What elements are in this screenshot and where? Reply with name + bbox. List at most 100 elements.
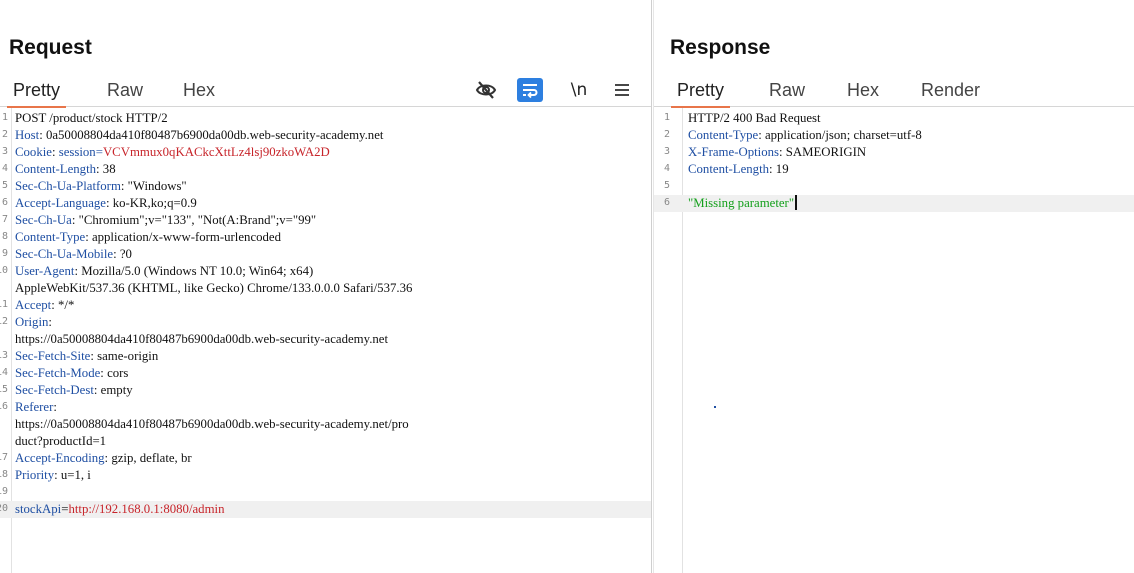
header-key: Sec-Ch-Ua [15, 213, 72, 227]
response-tab-hex[interactable]: Hex [847, 80, 880, 100]
code-line: 20stockApi=http://192.168.0.1:8080/admin [0, 501, 651, 518]
text-caret [795, 195, 797, 210]
line-number: 11 [0, 299, 8, 310]
line-number: 3 [1, 146, 8, 157]
request-tab-hex[interactable]: Hex [183, 80, 216, 100]
code-line: 1 POST /product/stock HTTP/2 [0, 110, 651, 127]
code-line: https://0a50008804da410f80487b6900da00db… [0, 416, 651, 433]
header-value: SAMEORIGIN [785, 145, 867, 159]
separator: : [104, 451, 112, 465]
line-text: Cookie: session=VCVmmux0qKACkcXttLz4lsj9… [15, 144, 330, 161]
separator: : [85, 230, 92, 244]
header-key: User-Agent [15, 264, 75, 278]
response-tab-raw[interactable]: Raw [769, 80, 806, 100]
header-key: Accept [15, 298, 52, 312]
separator: : [51, 298, 59, 312]
line-number: 8 [1, 231, 8, 242]
header-value: gzip, deflate, br [111, 451, 192, 465]
response-tab-render[interactable]: Render [921, 80, 981, 100]
line-text: Accept-Encoding: gzip, deflate, br [15, 450, 192, 467]
header-value: "Chromium";v="133", "Not(A:Brand";v="99" [78, 213, 317, 227]
line-number: 6 [1, 197, 8, 208]
separator: = [61, 502, 69, 516]
line-text: AppleWebKit/537.36 (KHTML, like Gecko) C… [15, 280, 412, 297]
header-key: Priority [15, 468, 55, 482]
separator: : [71, 213, 79, 227]
header-key: POST /product/stock HTTP/2 [15, 111, 168, 125]
line-text: Accept: */* [15, 297, 74, 314]
header-value: empty [100, 383, 133, 397]
header-value: session=VCVmmux0qKACkcXttLz4lsj90zkoWA2D [59, 145, 330, 159]
header-key: Sec-Fetch-Site [15, 349, 91, 363]
line-number: 9 [1, 248, 8, 259]
header-value: "Missing parameter" [688, 196, 795, 210]
line-text: "Missing parameter" [688, 195, 797, 212]
pane-splitter[interactable] [651, 0, 654, 573]
header-key: Sec-Fetch-Mode [15, 366, 101, 380]
header-value: 19 [775, 162, 789, 176]
response-gutter [654, 108, 683, 573]
header-key: HTTP/2 400 Bad Request [688, 111, 821, 125]
line-number: 7 [1, 214, 8, 225]
separator: : [74, 264, 82, 278]
header-value: Mozilla/5.0 (Windows NT 10.0; Win64; x64… [81, 264, 314, 278]
header-value: */* [58, 298, 75, 312]
code-line: 7 Sec-Ch-Ua: "Chromium";v="133", "Not(A:B… [0, 212, 651, 229]
header-value: same-origin [97, 349, 159, 363]
eye-slash-icon[interactable] [473, 78, 499, 102]
code-line: 14Sec-Fetch-Mode: cors [0, 365, 651, 382]
line-number: 2 [663, 129, 670, 140]
menu-icon[interactable] [609, 78, 635, 102]
request-tab-raw[interactable]: Raw [107, 80, 144, 100]
line-number: 4 [1, 163, 8, 174]
header-key: Cookie [15, 145, 52, 159]
line-text: Host: 0a50008804da410f80487b6900da00db.w… [15, 127, 383, 144]
line-number: 14 [0, 367, 8, 378]
newline-icon[interactable]: \n [570, 80, 588, 100]
header-value: ?0 [119, 247, 132, 261]
code-line: 13 Sec-Fetch-Site: same-origin [0, 348, 651, 365]
request-title: Request [9, 36, 92, 59]
line-number: 1 [1, 112, 8, 123]
line-text: Sec-Fetch-Site: same-origin [15, 348, 158, 365]
code-line: 16Referer: [0, 399, 651, 416]
request-tabs: Pretty Raw Hex \n [0, 76, 651, 108]
code-line: 3 Cookie: session=VCVmmux0qKACkcXttLz4lsj… [0, 144, 651, 161]
code-line: 12Origin: [0, 314, 651, 331]
header-key: X-Frame-Options [688, 145, 779, 159]
line-text: duct?productId=1 [15, 433, 106, 450]
request-tab-pretty[interactable]: Pretty [6, 80, 67, 108]
separator: : [100, 366, 108, 380]
header-key: Host [15, 128, 40, 142]
line-number: 15 [0, 384, 8, 395]
line-text: stockApi=http://192.168.0.1:8080/admin [15, 501, 225, 518]
separator: : [54, 468, 61, 482]
separator: : [93, 383, 101, 397]
separator: : [96, 162, 103, 176]
line-text: https://0a50008804da410f80487b6900da00db… [15, 331, 388, 348]
code-line: 15Sec-Fetch-Dest: empty [0, 382, 651, 399]
header-key: Content-Length [15, 162, 97, 176]
header-key: Content-Type [688, 128, 759, 142]
header-value: AppleWebKit/537.36 (KHTML, like Gecko) C… [15, 281, 413, 295]
header-key: Sec-Ch-Ua-Mobile [15, 247, 114, 261]
response-tab-pretty[interactable]: Pretty [670, 80, 731, 108]
code-line: AppleWebKit/537.36 (KHTML, like Gecko) C… [0, 280, 651, 297]
wrap-lines-icon[interactable] [517, 78, 543, 102]
line-number: 13 [0, 350, 8, 361]
code-line: 11 Accept: */* [0, 297, 651, 314]
code-line: 6"Missing parameter" [654, 195, 1134, 212]
header-value: duct?productId=1 [15, 434, 107, 448]
separator: : [120, 179, 128, 193]
header-key: Referer [15, 400, 54, 414]
response-title: Response [670, 36, 771, 59]
